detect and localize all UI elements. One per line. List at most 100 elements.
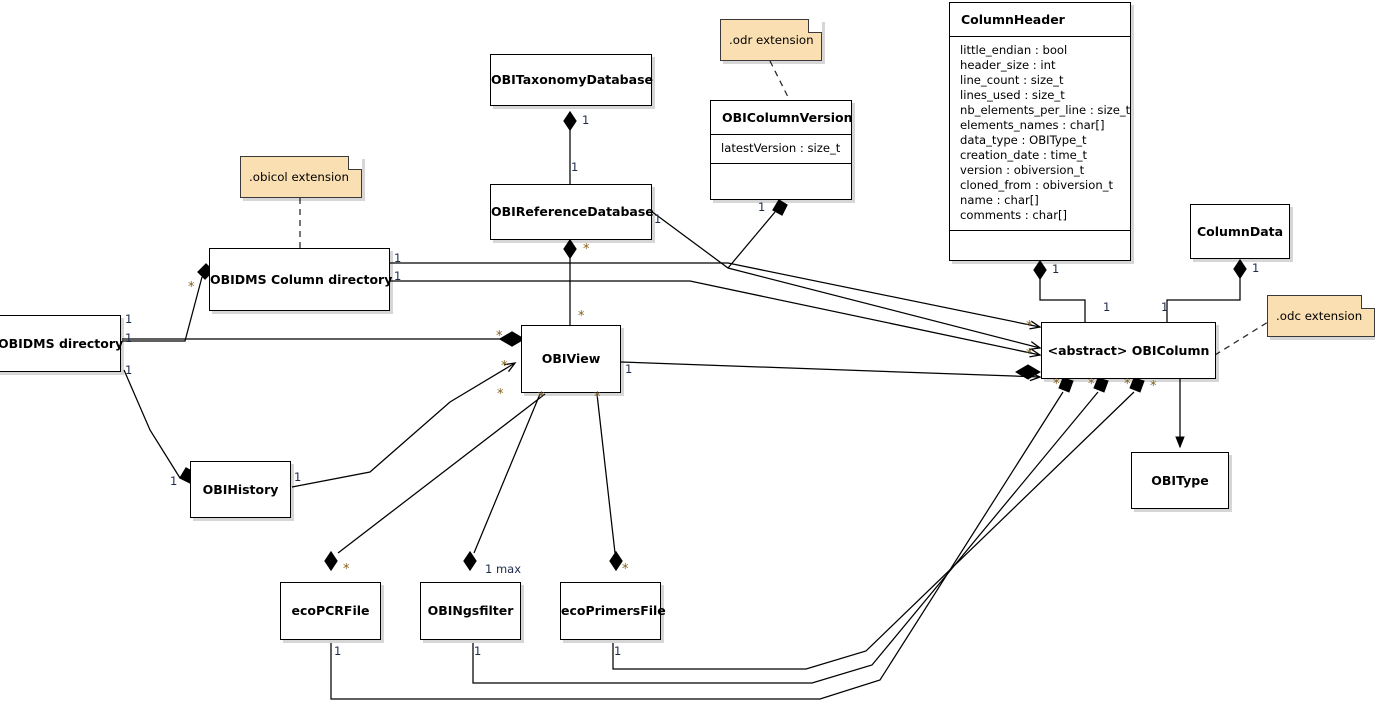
class-header-obicolumnversion: OBIColumnVersion xyxy=(711,101,853,135)
class-columnheader[interactable]: ColumnHeader little_endian : bool header… xyxy=(949,2,1131,261)
attribute-row: elements_names : char[] xyxy=(960,117,1105,132)
attribute-row: comments : char[] xyxy=(960,208,1068,223)
class-obihistory[interactable]: OBIHistory xyxy=(190,461,291,518)
class-name-obicolumn: <abstract> OBIColumn xyxy=(1047,342,1210,358)
multiplicity-ecoprimers-star: * xyxy=(622,562,629,577)
note-odc-extension[interactable]: .odc extension xyxy=(1267,295,1375,337)
composition-diamond-col-bot-1 xyxy=(1058,377,1074,393)
attribute-row: data_type : OBIType_t xyxy=(960,133,1087,148)
composition-diamond-col-left xyxy=(1015,364,1041,380)
note-text: .obicol extension xyxy=(249,170,349,184)
attribute-row: cloned_from : obiversion_t xyxy=(960,178,1114,193)
multiplicity-view-right-1: 1 xyxy=(625,362,633,376)
multiplicity-coldir-star: * xyxy=(188,280,195,295)
multiplicity-column-left-star2: * xyxy=(1026,347,1033,362)
class-obicolumn[interactable]: <abstract> OBIColumn xyxy=(1041,322,1216,379)
multiplicity-ngsfilter-1max: 1 max xyxy=(485,562,522,576)
edge-coldir-column-b xyxy=(390,280,1042,358)
composition-diamond-columnversion xyxy=(772,199,788,216)
composition-diamond-col-bot-2 xyxy=(1093,377,1109,393)
class-attributes-obicolumnversion: latestVersion : size_t xyxy=(711,135,851,164)
edge-history-view xyxy=(291,362,517,488)
edge-view-ecopcr xyxy=(337,393,546,554)
edge-columnheader-column xyxy=(1039,275,1086,322)
class-name-columnheader: ColumnHeader xyxy=(961,12,1065,27)
edge-view-ngsfilter xyxy=(473,393,541,554)
class-header-columnheader: ColumnHeader xyxy=(950,3,1130,37)
multiplicity-view-in-star2: * xyxy=(497,387,504,402)
edge-coldir-column-a xyxy=(390,262,1042,330)
multiplicity-ecopcr-1: 1 xyxy=(334,644,342,658)
multiplicity-history-right-1: 1 xyxy=(294,470,302,484)
class-obireferencedatabase[interactable]: OBIReferenceDatabase xyxy=(490,184,654,240)
class-name-ecopcrfile: ecoPCRFile xyxy=(291,603,370,619)
attribute-row: name : char[] xyxy=(960,193,1039,208)
multiplicity-dmsdir-1a: 1 xyxy=(125,312,133,326)
class-columndata[interactable]: ColumnData xyxy=(1190,204,1290,259)
multiplicity-history-left-1: 1 xyxy=(170,474,178,488)
class-name-obitype: OBIType xyxy=(1151,472,1209,488)
attribute-row: line_count : size_t xyxy=(960,72,1064,87)
multiplicity-dmsdir-1c: 1 xyxy=(125,363,133,377)
edge-dmsdir-history xyxy=(123,369,181,479)
multiplicity-columndata-1: 1 xyxy=(1252,261,1260,275)
note-odr-extension[interactable]: .odr extension xyxy=(720,19,822,61)
class-operations-obicolumnversion xyxy=(711,164,851,186)
multiplicity-view-top-star: * xyxy=(578,309,585,324)
attribute-row: little_endian : bool xyxy=(960,42,1068,57)
multiplicity-taxonomy-1: 1 xyxy=(582,113,590,127)
multiplicity-ecoprimers-1: 1 xyxy=(614,644,622,658)
attribute-row: lines_used : size_t xyxy=(960,87,1065,102)
multiplicity-column-left-star1: * xyxy=(1026,319,1033,334)
composition-diamond-referencedb xyxy=(563,238,577,260)
class-obingsfilter[interactable]: OBINgsfilter xyxy=(420,582,521,640)
note-link-odc xyxy=(1214,321,1269,356)
note-text: .odc extension xyxy=(1276,309,1363,323)
attribute-row: creation_date : time_t xyxy=(960,148,1088,163)
multiplicity-coldir-1b: 1 xyxy=(394,269,402,283)
class-obiview[interactable]: OBIView xyxy=(521,325,621,393)
class-operations-columnheader xyxy=(950,231,1130,253)
class-obicolumnversion[interactable]: OBIColumnVersion latestVersion : size_t xyxy=(710,100,853,200)
class-name-obidmscolumndirectory: OBIDMS Column directory xyxy=(210,271,393,287)
multiplicity-refdb-star: * xyxy=(583,242,590,257)
class-attributes-columnheader: little_endian : bool header_size : int l… xyxy=(950,37,1130,232)
edge-view-column xyxy=(620,361,1042,382)
class-name-ecoprimersfile: ecoPrimersFile xyxy=(561,603,666,619)
class-obidmsdirectory[interactable]: OBIDMS directory xyxy=(0,315,124,372)
attribute-row: header_size : int xyxy=(960,57,1056,72)
composition-diamond-ecoprimers xyxy=(609,550,623,572)
edge-ecoprimers-column xyxy=(612,391,1135,670)
class-obitaxonomydatabase[interactable]: OBITaxonomyDatabase xyxy=(490,54,653,106)
multiplicity-refdb-right-1: 1 xyxy=(654,212,662,226)
multiplicity-view-in-star1: * xyxy=(501,359,508,374)
note-text: .odr extension xyxy=(729,33,814,47)
multiplicity-column-bot-star2: * xyxy=(1124,377,1131,392)
class-name-obihistory: OBIHistory xyxy=(202,481,279,497)
composition-diamond-taxonomy xyxy=(563,110,577,132)
multiplicity-columnheader-1: 1 xyxy=(1052,262,1060,276)
multiplicity-column-left-star3: * xyxy=(1053,377,1060,392)
edge-columndata-column xyxy=(1166,274,1241,322)
composition-diamond-columnheader xyxy=(1033,259,1047,281)
class-name-obidmsdirectory: OBIDMS directory xyxy=(0,335,124,351)
class-name-obicolumnversion: OBIColumnVersion xyxy=(722,110,853,125)
note-dogear-icon xyxy=(1361,295,1375,309)
multiplicity-view-bot-star1: * xyxy=(538,390,545,405)
note-obicol-extension[interactable]: .obicol extension xyxy=(240,156,362,198)
class-ecopcrfile[interactable]: ecoPCRFile xyxy=(280,582,381,640)
edge-ecopcr-column xyxy=(330,391,1064,700)
attribute-row: nb_elements_per_line : size_t xyxy=(960,102,1131,117)
composition-diamond-ngsfilter xyxy=(463,550,477,572)
edge-view-ecoprimers xyxy=(596,393,616,554)
composition-diamond-ecopcr xyxy=(324,550,338,572)
composition-diamond-columndata xyxy=(1233,258,1247,280)
class-ecoprimersfile[interactable]: ecoPrimersFile xyxy=(560,582,666,640)
multiplicity-refdb-top-1: 1 xyxy=(571,160,579,174)
attribute-row: latestVersion : size_t xyxy=(721,140,841,155)
class-obidmscolumndirectory[interactable]: OBIDMS Column directory xyxy=(209,248,393,311)
class-obitype[interactable]: OBIType xyxy=(1131,452,1229,509)
class-name-columndata: ColumnData xyxy=(1196,223,1284,239)
edge-columnversion-link xyxy=(727,211,776,269)
